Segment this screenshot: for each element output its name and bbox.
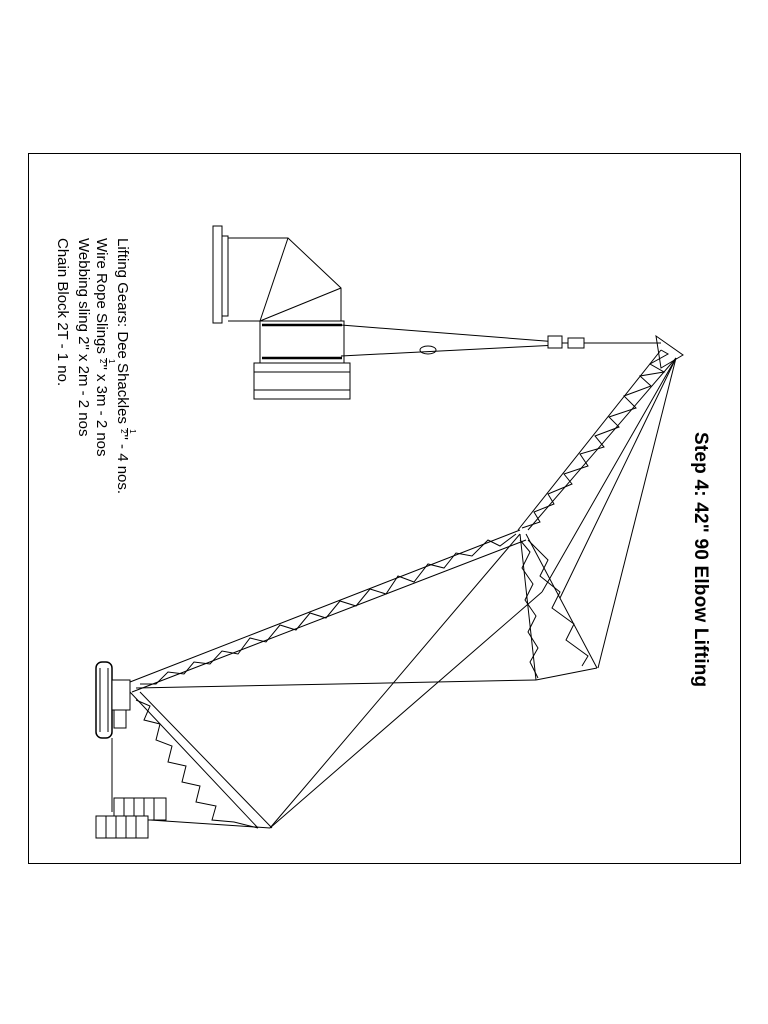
hook-block <box>547 335 563 349</box>
chain-block <box>419 345 437 355</box>
mast-lacing-left <box>519 539 539 679</box>
counterweight-stack-2 <box>95 815 149 839</box>
mast-lacing-right <box>527 539 589 667</box>
boom-tip <box>655 334 684 369</box>
drawing-frame <box>28 153 741 864</box>
crawler-track <box>95 661 113 739</box>
hook-block-plate <box>567 337 585 349</box>
mast <box>519 533 598 681</box>
rigging <box>340 324 661 357</box>
boom-lacing <box>140 533 517 685</box>
crawler-base <box>95 661 131 812</box>
upper-jib <box>517 349 677 531</box>
elbow-pipe <box>212 225 351 400</box>
jib-lacing <box>521 349 670 529</box>
elbow-bottom-flange <box>253 362 351 400</box>
counterweight-mast <box>129 691 273 829</box>
upper-works <box>111 679 131 711</box>
main-boom <box>129 529 527 693</box>
elbow-flange-hub <box>221 235 229 317</box>
wire-rope-sling <box>340 324 559 343</box>
elbow-flange <box>212 225 223 324</box>
elbow-body <box>228 237 342 322</box>
counterweights <box>95 797 167 839</box>
counterweight-pendant <box>149 819 271 829</box>
chain-block-line <box>340 344 559 357</box>
elbow-straight <box>259 320 345 364</box>
counterweight-mast-lacing <box>135 699 259 829</box>
pendant-lines <box>135 357 677 829</box>
